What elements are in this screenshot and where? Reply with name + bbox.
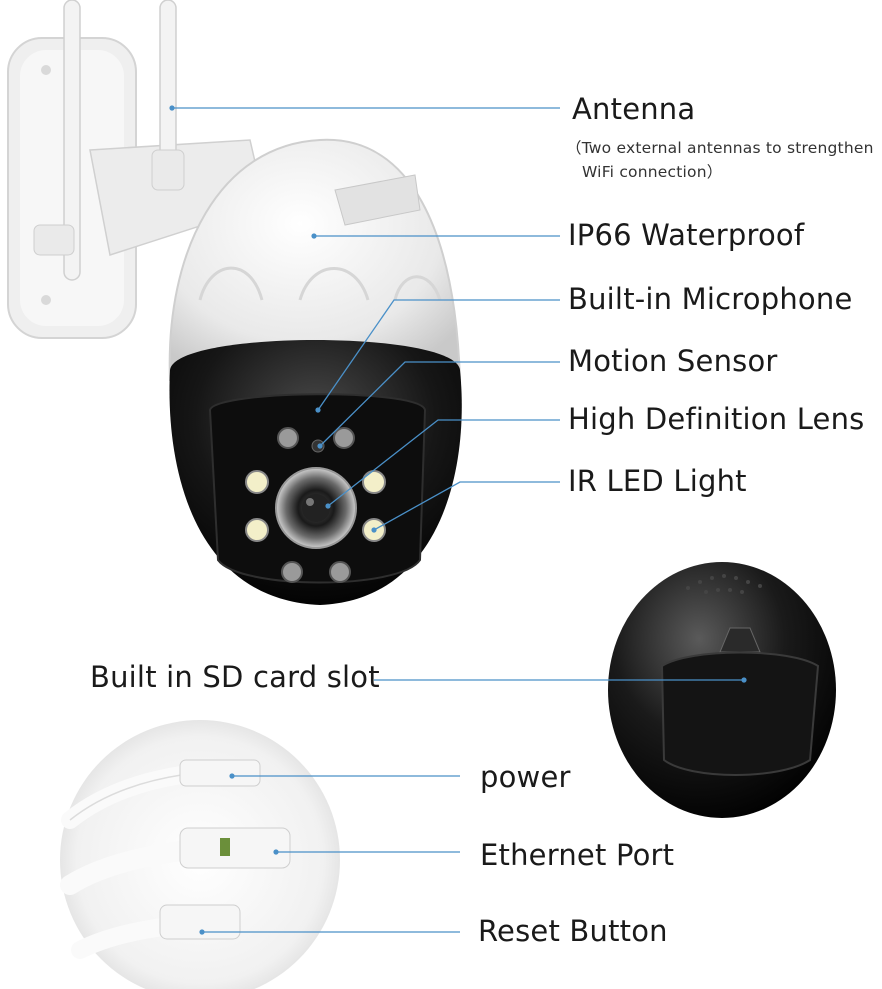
sd-slot-detail-photo [572,524,872,824]
label-motion-sensor: Motion Sensor [568,344,778,378]
label-lens: High Definition Lens [568,402,865,436]
label-antenna-note-1: （Two external antennas to strengthen [566,139,874,157]
antenna-left [33,0,81,281]
label-ir-led: IR LED Light [568,464,747,498]
leader-microphone [317,299,560,411]
leader-lens [327,419,560,507]
label-microphone: Built-in Microphone [568,282,853,316]
label-antenna: Antenna [572,92,696,126]
leader-dots [169,105,747,935]
camera-dome [168,138,462,381]
label-ethernet: Ethernet Port [480,838,675,872]
label-reset: Reset Button [478,914,668,948]
camera-head [169,340,462,605]
leader-ir-led [373,481,560,531]
label-sd-slot: Built in SD card slot [90,660,380,694]
antenna-right [151,0,185,191]
cables-detail-photo [60,720,340,989]
label-power: power [480,760,571,794]
label-waterproof: IP66 Waterproof [568,218,805,252]
label-antenna-note-2: WiFi connection） [582,163,723,181]
leader-motion-sensor [319,361,560,447]
leader-lines [172,107,744,933]
